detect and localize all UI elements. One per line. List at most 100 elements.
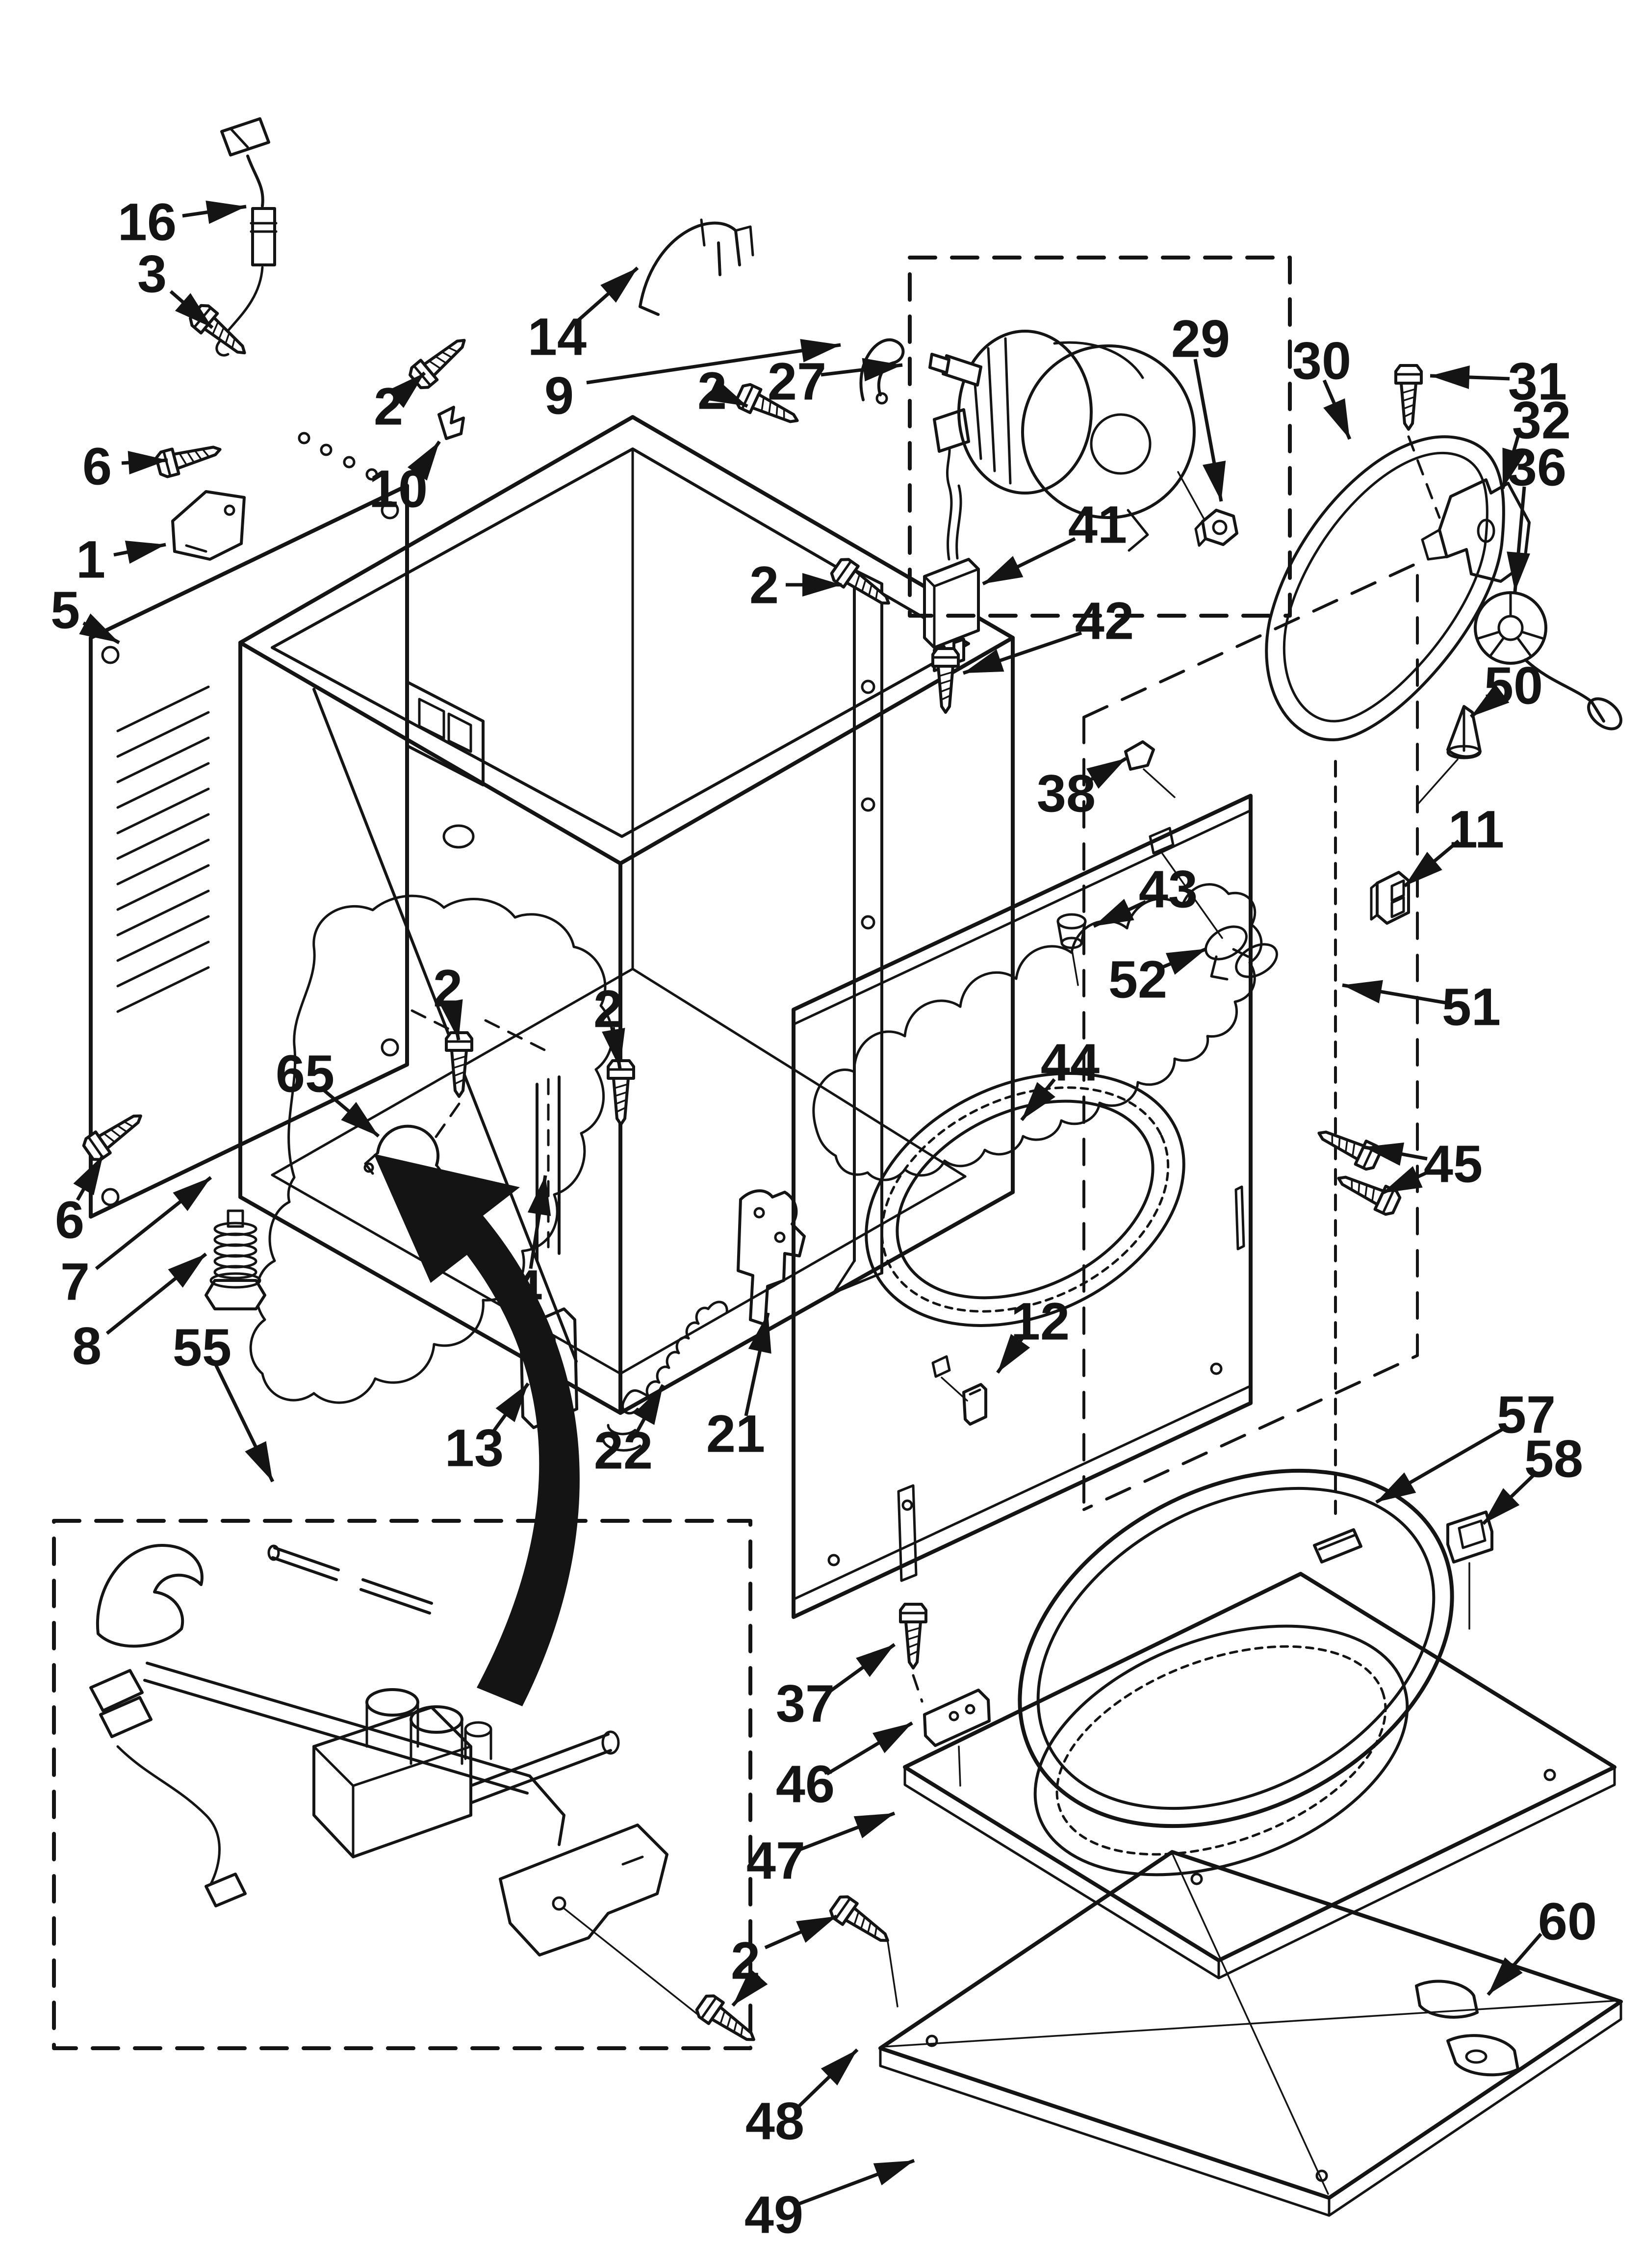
- callout-arrow-52-25: [1158, 947, 1207, 975]
- callout-arrow-29-11: [1193, 359, 1226, 502]
- grommet-58: [1446, 1511, 1493, 1630]
- part-number-13-35: 13: [445, 1418, 504, 1478]
- part-number-3-1: 3: [137, 244, 167, 304]
- part-number-29-11: 29: [1171, 309, 1230, 368]
- callout-arrow-22-36: [634, 1384, 665, 1435]
- part-number-21-37: 21: [706, 1404, 765, 1463]
- part-number-31-13: 31: [1508, 352, 1567, 411]
- drive-motor: [928, 330, 1205, 552]
- callout-arrow-4-30: [527, 1175, 551, 1269]
- channel-4: [536, 1075, 561, 1262]
- part-number-43-24: 43: [1139, 860, 1198, 919]
- part-number-2-10: 2: [697, 361, 727, 420]
- bulkhead-panel-47: [897, 1484, 1616, 1980]
- callout-arrow-6-3: [121, 451, 168, 475]
- terminal-block: [406, 680, 485, 849]
- part-number-60-47: 60: [1538, 1892, 1597, 1951]
- callout-arrow-45-23: [1381, 1166, 1428, 1195]
- spring-22: [621, 1301, 728, 1415]
- part-number-38-19: 38: [1037, 764, 1096, 823]
- callout-arrow-58-40: [1482, 1472, 1537, 1525]
- callout-arrow-38-19: [1086, 756, 1127, 789]
- callout-arrow-21-37: [744, 1312, 771, 1416]
- callout-arrow-2-29: [602, 1027, 625, 1069]
- part-number-27-9: 27: [768, 352, 826, 411]
- callout-arrow-2-10: [707, 379, 748, 408]
- callout-arrow-30-12: [1322, 379, 1352, 440]
- clip-11: [1370, 871, 1410, 925]
- part-number-5-5: 5: [51, 580, 80, 640]
- clip-12-and-slot: [931, 1355, 987, 1426]
- callout-arrow-13-35: [490, 1382, 530, 1435]
- screw-guides: [430, 1102, 622, 1172]
- idler-pulley-36: [1474, 591, 1622, 730]
- square-hole: [1149, 827, 1175, 855]
- callout-arrow-49-46: [795, 2159, 915, 2207]
- part-number-36-15: 36: [1508, 438, 1566, 497]
- part-number-7-32: 7: [60, 1252, 90, 1311]
- hinge-slot: [1234, 1185, 1245, 1251]
- callout-arrow-51-22: [1342, 980, 1446, 1005]
- callout-arrow-2-2: [387, 371, 426, 408]
- screw-6-top: [155, 437, 223, 478]
- part-number-50-20: 50: [1484, 656, 1543, 715]
- callout-arrow-31-13: [1430, 365, 1510, 389]
- screw-37-guide: [912, 1674, 924, 1703]
- part-number-1-4: 1: [76, 530, 105, 589]
- rear-panel-5: [89, 484, 409, 1219]
- rear-bracket-clip-38: [1124, 740, 1176, 798]
- part-number-30-12: 30: [1292, 331, 1351, 391]
- screw-31: [1396, 365, 1421, 429]
- insulation-blanket-43: [812, 883, 1263, 1181]
- callout-arrow-46-42: [826, 1721, 913, 1776]
- part-number-12-38: 12: [1011, 1292, 1070, 1351]
- callout-arrow-48-45: [794, 2048, 859, 2111]
- callout-arrow-27-9: [821, 358, 903, 382]
- part-number-45-23: 45: [1424, 1134, 1483, 1194]
- screw-guide: [887, 1940, 898, 2007]
- callout-arrow-8-33: [105, 1252, 207, 1335]
- callout-arrow-5-5: [79, 613, 120, 645]
- callout-arrow-16-0: [182, 200, 247, 224]
- callout-arrow-1-4: [113, 541, 166, 564]
- screw-37: [900, 1604, 926, 1668]
- callout-arrow-2-44: [731, 1968, 768, 2007]
- callout-arrow-9-8: [586, 339, 841, 385]
- callout-arrow-32-14: [1501, 431, 1525, 489]
- screw-31-guide: [1407, 435, 1441, 519]
- thermal-fuse-16: [215, 117, 278, 357]
- screw-45-b: [1333, 1167, 1402, 1217]
- installation-arrow: [374, 1154, 580, 1706]
- callout-arrow-55-34: [214, 1364, 275, 1483]
- callout-arrow-14-7: [577, 266, 639, 321]
- hinge-bracket-21: [737, 1189, 806, 1326]
- callout-arrow-43-24: [1093, 899, 1147, 928]
- part-number-2-16: 2: [749, 555, 779, 615]
- part-number-16-0: 16: [118, 192, 177, 252]
- part-number-6-31: 6: [55, 1190, 84, 1250]
- callout-arrow-12-38: [996, 1333, 1030, 1374]
- part-number-2-29: 2: [593, 979, 623, 1039]
- front-panel-44: [792, 794, 1278, 1619]
- callout-arrow-50-20: [1469, 683, 1510, 718]
- stud-43: [1056, 913, 1087, 986]
- part-number-57-39: 57: [1497, 1385, 1556, 1444]
- part-number-41-17: 41: [1068, 495, 1127, 554]
- part-number-37-41: 37: [776, 1674, 835, 1733]
- callout-arrow-65-27: [322, 1089, 380, 1138]
- callout-arrow-37-41: [825, 1643, 896, 1695]
- part-number-6-3: 6: [82, 437, 112, 496]
- screw-45-a: [1313, 1121, 1382, 1172]
- callout-arrow-60-47: [1487, 1932, 1542, 1996]
- part-number-49-46: 49: [744, 2185, 803, 2244]
- burner-box-55: [52, 1519, 752, 2050]
- burner-assembly: [89, 1544, 707, 2022]
- door-switch-41: [923, 408, 980, 672]
- mounting-clip-10: [437, 406, 465, 440]
- drive-belt-30: [1265, 435, 1505, 742]
- door-opening-felt-seal: [865, 1072, 1185, 1327]
- callout-arrow-57-39: [1375, 1427, 1505, 1504]
- part-number-2-28: 2: [433, 959, 462, 1018]
- screw-2-hinge: [828, 1893, 895, 1951]
